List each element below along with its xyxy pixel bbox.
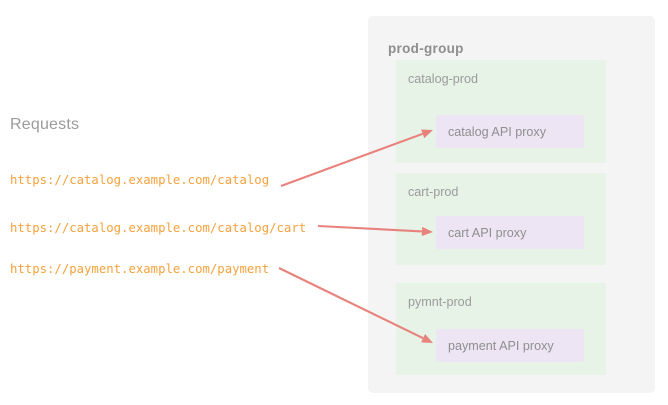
environment-box-pymnt-prod: pymnt-prod payment API proxy (396, 283, 606, 375)
proxy-box-payment: payment API proxy (436, 329, 584, 362)
request-url-payment: https://payment.example.com/payment (10, 262, 270, 276)
environment-label-pymnt-prod: pymnt-prod (408, 295, 472, 309)
environment-box-cart-prod: cart-prod cart API proxy (396, 173, 606, 265)
requests-heading: Requests (10, 116, 80, 133)
environment-box-catalog-prod: catalog-prod catalog API proxy (396, 60, 606, 163)
proxy-label-catalog: catalog API proxy (448, 124, 547, 139)
request-url-catalog-cart: https://catalog.example.com/catalog/cart (10, 221, 307, 235)
prod-group-title: prod-group (388, 41, 464, 56)
proxy-box-cart: cart API proxy (436, 216, 584, 249)
prod-group-panel: prod-group catalog-prod catalog API prox… (368, 16, 655, 393)
proxy-label-cart: cart API proxy (448, 225, 527, 240)
environment-label-catalog-prod: catalog-prod (408, 72, 479, 86)
request-url-catalog: https://catalog.example.com/catalog (10, 173, 270, 187)
proxy-label-payment: payment API proxy (448, 338, 554, 353)
environment-label-cart-prod: cart-prod (408, 185, 459, 199)
proxy-box-catalog: catalog API proxy (436, 115, 584, 148)
